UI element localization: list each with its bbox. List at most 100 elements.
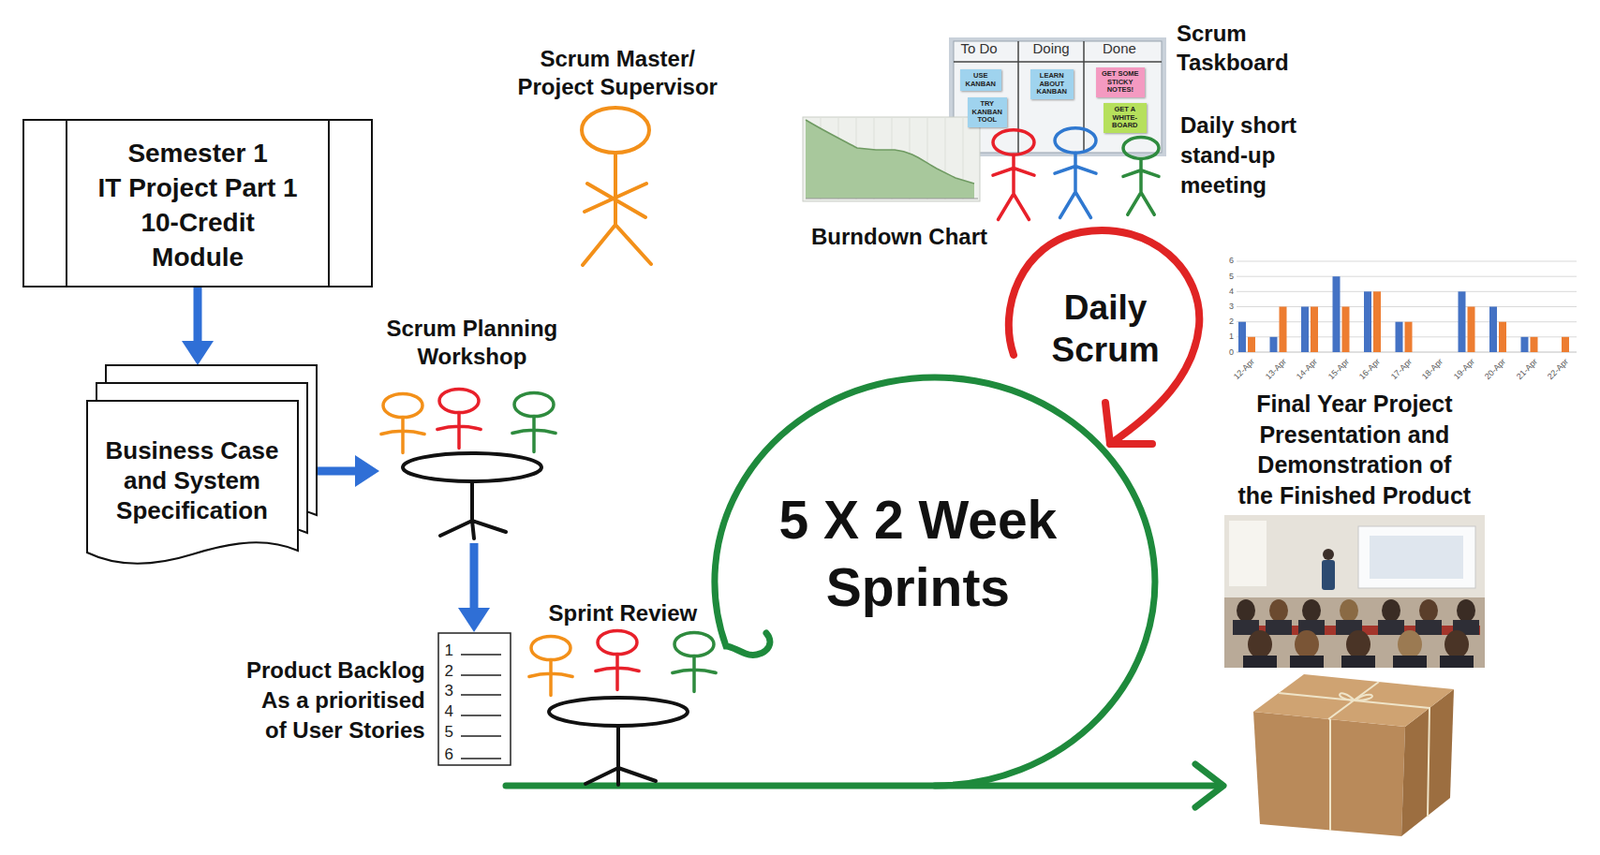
- drawn-g: [1247, 630, 1469, 659]
- drawn-rect: [1289, 655, 1324, 668]
- drawn-path: [1105, 402, 1153, 445]
- drawn-rect: [1439, 655, 1474, 668]
- drawn-rect: [1377, 620, 1405, 636]
- chart-title: Burndown Chart: [811, 223, 988, 252]
- node-text: Scrum Taskboard: [1176, 18, 1289, 77]
- node-text: Scrum Planning Workshop: [386, 314, 559, 371]
- drawn-rect: [1270, 337, 1278, 353]
- drawn-use: [992, 130, 1035, 221]
- drawn-ellipse: [1456, 599, 1476, 623]
- drawn-ellipse: [402, 453, 542, 482]
- drawn-rect: [1373, 291, 1381, 353]
- drawn-path: [805, 119, 975, 184]
- drawn-g: [1236, 599, 1476, 623]
- drawn-rect: [1405, 322, 1413, 353]
- flow-arrow: [181, 287, 214, 366]
- drawn-rect: [1521, 337, 1529, 353]
- drawn-path: [585, 725, 656, 786]
- node-text: 2: [444, 662, 454, 682]
- drawn-ellipse: [1294, 630, 1319, 659]
- drawn-ellipse: [548, 697, 688, 726]
- drawn-circle: [1322, 548, 1334, 561]
- node-text: Semester 1 IT Project Part 1 10-Credit M…: [98, 135, 298, 275]
- node-text: 6: [444, 745, 454, 765]
- drawn-rect: [1358, 526, 1476, 589]
- drawn-rect: [1489, 307, 1497, 354]
- drawn-rect: [23, 119, 372, 287]
- sticky-note: LEARN ABOUT KANBAN: [1030, 69, 1074, 100]
- drawn-rect: [1498, 322, 1507, 353]
- drawn-rect: [1467, 307, 1476, 354]
- drawn-path: [1278, 681, 1430, 831]
- drawn-ellipse: [1397, 630, 1423, 659]
- node-text: Done: [1102, 40, 1137, 58]
- node-text: 5 X 2 Week Sprints: [779, 486, 1058, 622]
- drawn-use: [595, 630, 639, 690]
- document-stack: Business Case and System Specification: [87, 365, 317, 567]
- node-text: Sprint Review: [548, 600, 698, 628]
- drawn-ellipse: [1269, 599, 1289, 623]
- drawn-rect: [1530, 337, 1539, 353]
- axis-tick-label: 16-Apr: [1357, 356, 1383, 383]
- drawn-path: [460, 654, 502, 759]
- axis-tick-label: 12-Apr: [1231, 356, 1258, 383]
- drawn-rect: [1342, 307, 1350, 354]
- drawn-use: [381, 393, 425, 453]
- sprint-loop: 5 X 2 Week Sprints: [714, 377, 1156, 786]
- node-text: TRY KANBAN TOOL: [972, 100, 1004, 125]
- node-text: Business Case and System Specification: [105, 435, 280, 526]
- drawn-rect: [1395, 322, 1404, 353]
- arrow-head: [458, 607, 490, 633]
- axis-tick-label: 22-Apr: [1545, 356, 1571, 383]
- axis-tick-label: 2: [1229, 316, 1234, 327]
- drawn-path: [438, 633, 511, 766]
- drawn-rect: [1392, 655, 1427, 668]
- drawn-path: [805, 119, 975, 199]
- drawn-ellipse: [1419, 599, 1438, 623]
- parcel-box: [1253, 674, 1454, 837]
- bar-chart: [1236, 261, 1577, 353]
- drawn-rect: [1301, 307, 1309, 354]
- burndown-chart: [802, 117, 980, 202]
- drawn-path: [1008, 230, 1200, 445]
- node-text: Daily Scrum: [1051, 286, 1160, 371]
- drawn-path: [440, 481, 506, 539]
- bar-series: [1238, 276, 1529, 353]
- drawn-ellipse: [581, 107, 650, 153]
- drawn-rect: [1369, 535, 1464, 579]
- drawn-ellipse: [1339, 599, 1359, 623]
- drawn-use: [512, 392, 556, 452]
- drawn-rect: [1310, 307, 1319, 354]
- axis-tick-label: 1: [1229, 331, 1234, 342]
- supervisor-figure: [581, 107, 652, 266]
- arrow-shaft: [316, 467, 357, 476]
- drawn-polygon: [1253, 674, 1454, 727]
- axis-tick-label: 0: [1229, 347, 1234, 358]
- drawn-rect: [1243, 655, 1277, 668]
- axis-tick-label: 6: [1229, 255, 1234, 267]
- sticky-note: GET SOME STICKY NOTES!: [1096, 67, 1145, 98]
- drawn-rect: [1415, 620, 1442, 636]
- node-text: USE KANBAN: [965, 72, 997, 89]
- axis-tick-label: 20-Apr: [1482, 356, 1509, 383]
- sticky-note: GET A WHITE-BOARD: [1103, 103, 1147, 134]
- drawn-rect: [1229, 520, 1267, 587]
- sticky-note: USE KANBAN: [960, 69, 1002, 91]
- node-text: Product Backlog As a prioritised of User…: [246, 655, 426, 746]
- drawn-rect: [1321, 560, 1335, 591]
- review-table-shape: [524, 599, 726, 792]
- drawn-rect: [802, 117, 980, 202]
- arrow-shaft: [470, 543, 479, 610]
- drawn-rect: [1224, 515, 1485, 668]
- drawn-rect: [1247, 337, 1256, 353]
- presentation-photo: Final Year Project Presentation and Demo…: [1213, 385, 1499, 670]
- drawn-ellipse: [1444, 630, 1469, 659]
- drawn-ellipse: [1381, 599, 1401, 623]
- drawn-path: [1339, 693, 1373, 701]
- drawn-use: [87, 400, 298, 564]
- drawn-path: [1195, 764, 1224, 808]
- drawn-rect: [1363, 291, 1372, 353]
- drawn-path: [582, 152, 652, 266]
